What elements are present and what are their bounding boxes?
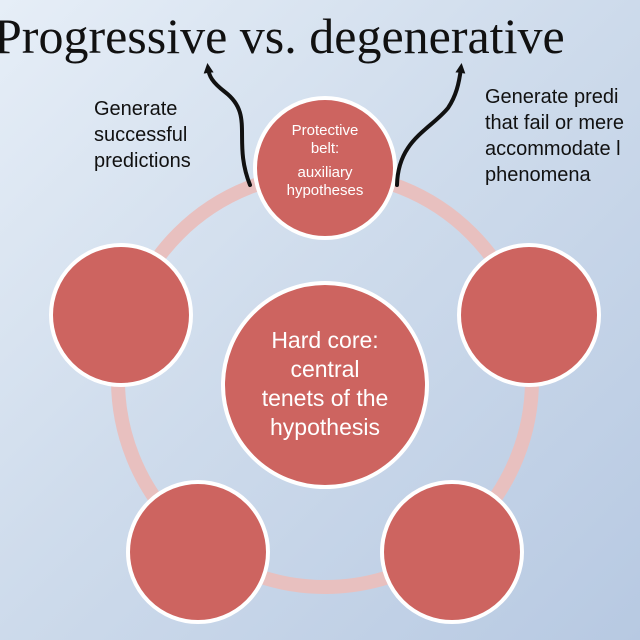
degenerative-note-line: accommodate l (485, 138, 621, 160)
hard-core-label-line: hypothesis (270, 414, 380, 440)
belt-node-circle (380, 480, 524, 624)
page-title: Progressive vs. degenerative (0, 8, 565, 64)
hard-core-label-line: tenets of the (261, 385, 389, 411)
protective-belt-label-line: auxiliary (297, 164, 353, 181)
progressive-note-line: successful (94, 124, 188, 146)
progressive-note-line: Generate (94, 98, 178, 120)
degenerative-note-line: Generate predi (485, 86, 619, 108)
progressive-note-line: predictions (94, 150, 191, 172)
protective-belt-label: Protective belt: auxiliary hypotheses (266, 122, 384, 200)
protective-belt-circle (253, 96, 397, 240)
degenerative-arrow (395, 63, 466, 187)
belt-node-circle (49, 243, 193, 387)
hard-core-label-line: central (290, 356, 360, 382)
progressive-arrow (203, 63, 252, 187)
belt-node-circle (457, 243, 601, 387)
degenerative-note-line: that fail or mere (485, 112, 624, 134)
degenerative-note: Generate predi that fail or mere accommo… (485, 84, 624, 188)
degenerative-note-line: phenomena (485, 164, 591, 186)
belt-node-circle (126, 480, 270, 624)
hard-core-label-line: Hard core: (271, 327, 379, 353)
hard-core-circle (221, 281, 429, 489)
protective-belt-label-line: belt: (310, 140, 340, 157)
progressive-note: Generate successful predictions (94, 96, 191, 174)
protective-belt-label-line: hypotheses (286, 182, 364, 199)
hard-core-label: Hard core: central tenets of the hypothe… (230, 326, 420, 442)
protective-belt-label-line: Protective (291, 122, 359, 139)
